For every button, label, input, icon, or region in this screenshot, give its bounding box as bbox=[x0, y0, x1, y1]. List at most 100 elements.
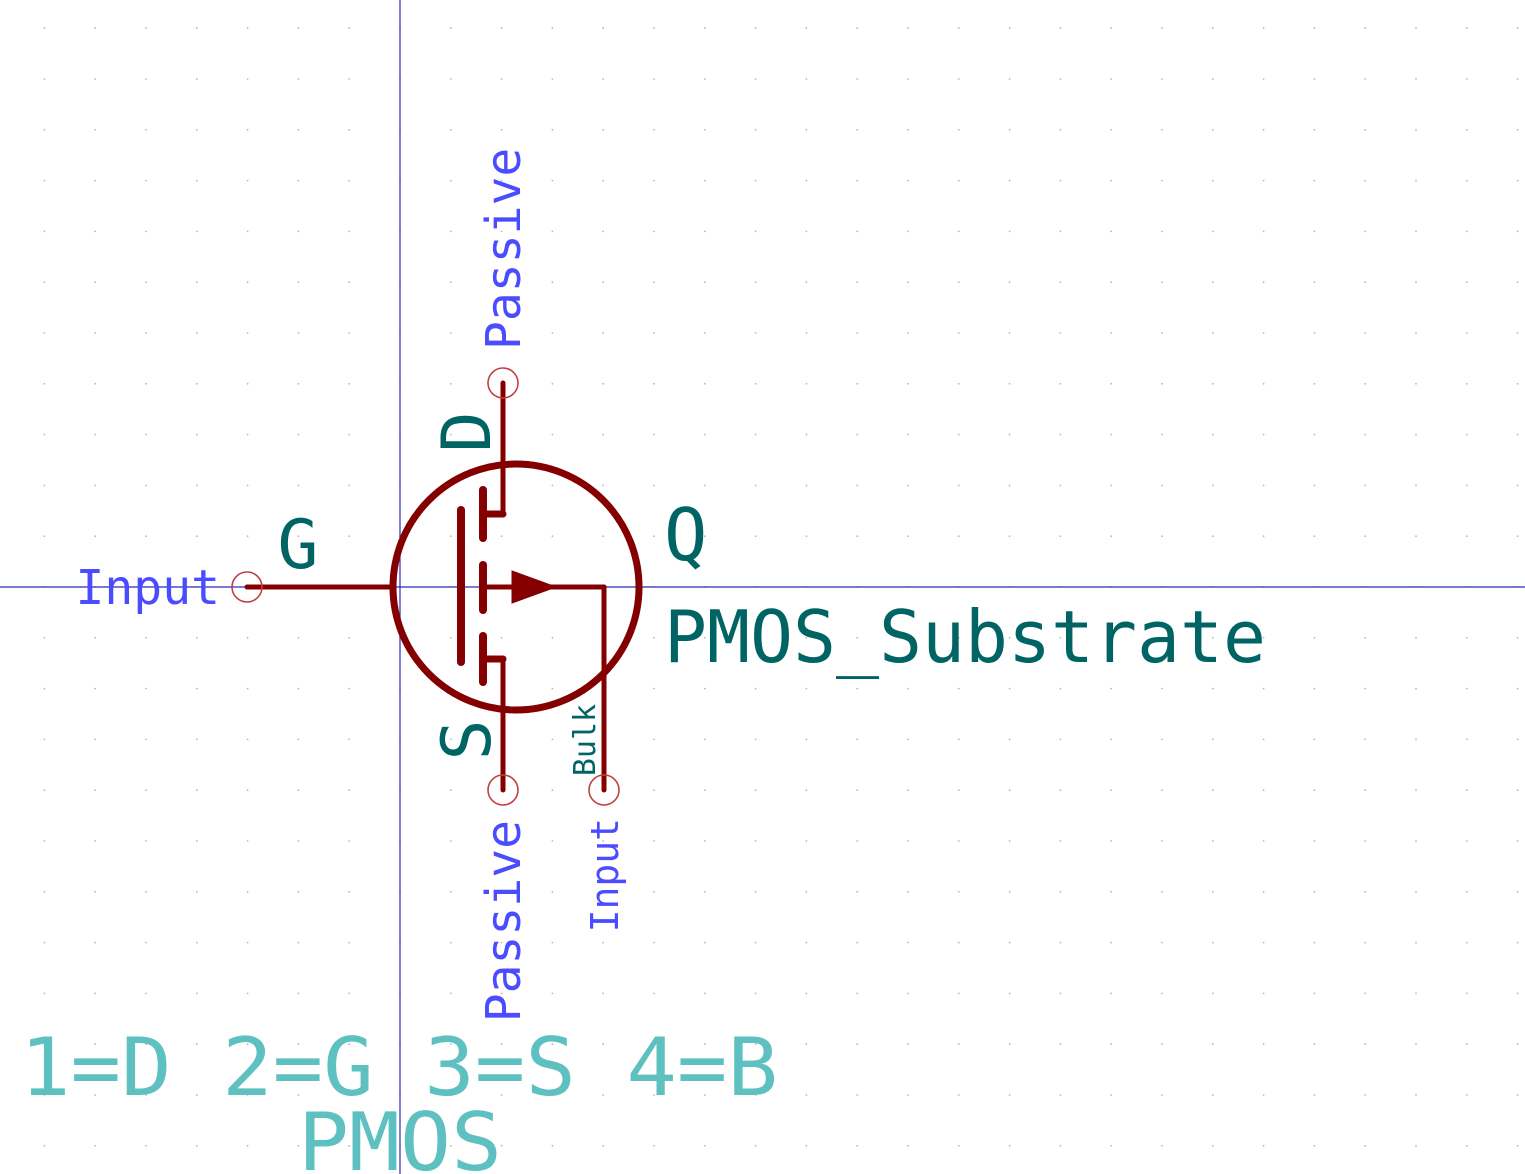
grid-dot bbox=[348, 1144, 351, 1147]
grid-dot bbox=[1364, 27, 1367, 30]
grid-dot bbox=[1262, 840, 1265, 842]
grid-dot bbox=[805, 128, 808, 131]
value-field[interactable]: PMOS_Substrate bbox=[664, 595, 1266, 679]
grid-dot bbox=[43, 636, 46, 639]
grid-dot bbox=[1262, 281, 1265, 284]
grid-dot bbox=[754, 484, 757, 487]
grid-dot bbox=[297, 890, 300, 893]
grid-dot bbox=[1110, 484, 1113, 487]
grid-dot bbox=[348, 1043, 351, 1046]
grid-dot bbox=[1262, 992, 1265, 995]
grid-dot bbox=[145, 128, 147, 131]
grid-dot bbox=[195, 890, 198, 893]
grid-dot bbox=[1110, 535, 1113, 538]
grid-dot bbox=[1059, 941, 1062, 944]
grid-dot bbox=[1516, 78, 1519, 80]
grid-dot bbox=[1313, 179, 1316, 182]
gate-pin-end-marker[interactable] bbox=[231, 571, 263, 603]
grid-dot bbox=[551, 281, 554, 284]
grid-dot bbox=[1516, 789, 1519, 792]
grid-dot bbox=[1465, 636, 1468, 639]
grid-dot bbox=[703, 738, 706, 741]
grid-dot bbox=[551, 484, 554, 487]
grid-dot bbox=[805, 789, 808, 792]
grid-dot bbox=[602, 433, 605, 436]
grid-dot bbox=[957, 332, 960, 334]
grid-dot bbox=[1465, 332, 1468, 334]
grid-dot bbox=[1059, 636, 1062, 639]
grid-dot bbox=[1211, 941, 1214, 944]
grid-dot bbox=[1008, 941, 1011, 944]
grid-dot bbox=[348, 78, 351, 80]
grid-dot bbox=[1059, 78, 1062, 80]
grid-dot bbox=[1008, 535, 1011, 538]
grid-dot bbox=[1364, 890, 1367, 893]
grid-dot bbox=[1161, 789, 1163, 792]
grid-dot bbox=[1211, 687, 1214, 690]
grid-dot bbox=[754, 179, 757, 182]
grid-dot bbox=[754, 78, 757, 80]
grid-dot bbox=[805, 78, 808, 80]
grid-dot bbox=[856, 230, 859, 233]
grid-dot bbox=[1059, 1043, 1062, 1046]
grid-dot bbox=[449, 78, 452, 80]
grid-dot bbox=[805, 332, 808, 334]
grid-dot bbox=[1465, 840, 1468, 842]
grid-dot bbox=[348, 738, 351, 741]
grid-dot bbox=[43, 484, 46, 487]
grid-dot bbox=[1262, 179, 1265, 182]
grid-dot bbox=[1364, 1043, 1367, 1046]
pin-drain[interactable] bbox=[487, 367, 519, 517]
reference-designator[interactable]: Q bbox=[664, 493, 707, 577]
pin-source[interactable] bbox=[487, 656, 519, 806]
grid-dot bbox=[500, 27, 503, 30]
grid-dot bbox=[297, 535, 300, 538]
grid-dot bbox=[805, 890, 808, 893]
grid-dot bbox=[805, 1144, 808, 1147]
grid-dot bbox=[1110, 179, 1113, 182]
grid-dot bbox=[500, 636, 503, 639]
grid-dot bbox=[856, 332, 859, 334]
grid-dot bbox=[145, 1094, 147, 1096]
grid-dot bbox=[246, 1094, 249, 1096]
grid-dot bbox=[805, 535, 808, 538]
pin-bulk[interactable] bbox=[588, 584, 620, 806]
grid-dot bbox=[1059, 382, 1062, 385]
grid-dot bbox=[1262, 941, 1265, 944]
grid-dot bbox=[1161, 687, 1163, 690]
grid-dot bbox=[551, 1043, 554, 1046]
grid-dot bbox=[145, 433, 147, 436]
grid-dot bbox=[500, 281, 503, 284]
grid-dot bbox=[195, 128, 198, 131]
grid-dot bbox=[957, 1094, 960, 1096]
grid-dot bbox=[907, 535, 909, 538]
grid-dot bbox=[94, 687, 97, 690]
pin-gate[interactable] bbox=[231, 571, 396, 603]
bulk-pin-end-marker[interactable] bbox=[588, 774, 620, 806]
grid-dot bbox=[754, 687, 757, 690]
grid-dot bbox=[94, 941, 97, 944]
grid-dot bbox=[1008, 433, 1011, 436]
grid-dot bbox=[805, 840, 808, 842]
source-pin-end-marker[interactable] bbox=[487, 774, 519, 806]
grid-dot bbox=[43, 27, 46, 30]
grid-dot bbox=[805, 484, 808, 487]
grid-dot bbox=[1008, 840, 1011, 842]
grid-dot bbox=[1262, 27, 1265, 30]
grid-dot bbox=[500, 78, 503, 80]
grid-dot bbox=[957, 484, 960, 487]
grid-dot bbox=[1059, 738, 1062, 741]
pin-map-field[interactable]: 1=D 2=G 3=S 4=B bbox=[20, 1021, 778, 1114]
drain-pin-end-marker[interactable] bbox=[487, 367, 519, 399]
grid-dot bbox=[551, 78, 554, 80]
grid-dot bbox=[1008, 332, 1011, 334]
grid-dot bbox=[602, 332, 605, 334]
grid-dot bbox=[145, 179, 147, 182]
grid-dot bbox=[1008, 78, 1011, 80]
grid-dot bbox=[1161, 1094, 1163, 1096]
grid-dot bbox=[856, 128, 859, 131]
grid-dot bbox=[1262, 332, 1265, 334]
grid-dot bbox=[1516, 230, 1519, 233]
spice-model-field[interactable]: PMOS bbox=[298, 1096, 502, 1174]
